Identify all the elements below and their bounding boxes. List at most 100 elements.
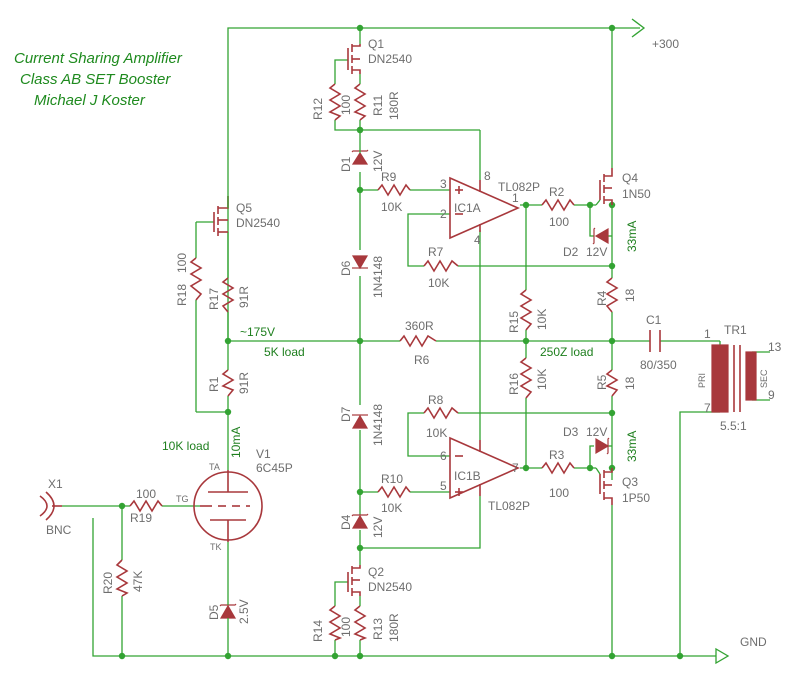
x1-name: X1 (48, 477, 63, 491)
x1-part: BNC (46, 523, 72, 537)
r16-value: 10K (535, 369, 549, 390)
ic1a-pin8: 8 (484, 169, 491, 183)
r19-resistor (129, 499, 163, 513)
tr1-ratio: 5.5:1 (720, 419, 747, 433)
ic1a-pin2: 2 (440, 207, 447, 221)
q4-mosfet (595, 168, 613, 206)
d7-name: D7 (339, 406, 353, 422)
r6-value: 360R (405, 319, 434, 333)
c1-capacitor (649, 330, 661, 352)
d5-name: D5 (207, 604, 221, 620)
r17-resistor (221, 277, 235, 313)
q3-name: Q3 (622, 475, 638, 489)
r19-name: R19 (130, 511, 152, 525)
q1-mosfet (347, 44, 361, 74)
q2-part: DN2540 (368, 580, 412, 594)
d2-value: 12V (586, 245, 607, 259)
c1-name: C1 (646, 313, 662, 327)
d2-name: D2 (563, 245, 579, 259)
r10-resistor (377, 485, 411, 499)
wires (62, 18, 770, 665)
d6-value: 1N4148 (371, 256, 385, 298)
r10-value: 10K (381, 501, 402, 515)
tr1-transformer (711, 344, 757, 413)
tr1-pin13: 13 (768, 340, 782, 354)
r11-name: R11 (371, 95, 385, 116)
v1-triode (193, 470, 263, 542)
tr1-name: TR1 (724, 323, 747, 337)
r11-resistor (353, 83, 367, 121)
d7-value: 1N4148 (371, 404, 385, 446)
r12-value: 100 (339, 95, 353, 115)
r6-name: R6 (414, 353, 430, 367)
ic1a-part: TL082P (498, 180, 540, 194)
r13-resistor (353, 605, 368, 641)
r19-value: 100 (136, 487, 156, 501)
r5-value: 18 (623, 376, 637, 390)
d4-zener (351, 513, 369, 529)
ic1a-pin3: 3 (440, 177, 447, 191)
r16-name: R16 (507, 373, 521, 395)
ic1b-pin6: 6 (440, 449, 447, 463)
r20-resistor (115, 559, 129, 597)
r14-name: R14 (311, 620, 325, 642)
d3-name: D3 (563, 425, 579, 439)
q3-mosfet (595, 467, 613, 505)
d2-zener (592, 227, 609, 245)
ic1a-opamp (449, 176, 520, 240)
r14-resistor (328, 605, 343, 641)
r4-resistor (605, 277, 619, 313)
junctions (118, 24, 684, 660)
ic1b-opamp (449, 436, 520, 500)
d1-zener (351, 149, 369, 165)
r15-name: R15 (507, 311, 521, 333)
r20-value: 47K (131, 571, 145, 592)
d3-value: 12V (586, 425, 607, 439)
d4-value: 12V (371, 517, 385, 538)
rail-ground-label: GND (740, 635, 767, 649)
load-5k-label: 5K load (264, 345, 305, 359)
r18-value: 100 (175, 253, 189, 273)
r18-resistor (189, 257, 203, 301)
title-line1: Current Sharing Amplifier (14, 50, 183, 67)
v1-anode-label: TA (209, 462, 220, 472)
rail-supply-label: +300 (652, 37, 679, 51)
d1-name: D1 (339, 156, 353, 172)
r15-value: 10K (535, 309, 549, 330)
v1-grid-label: TG (176, 494, 189, 504)
r15-resistor (519, 289, 533, 331)
d3-zener (595, 437, 610, 455)
r8-name: R8 (428, 393, 444, 407)
q1-part: DN2540 (368, 52, 412, 66)
r13-value: 180R (387, 613, 401, 642)
q1-name: Q1 (368, 37, 384, 51)
q5-name: Q5 (236, 201, 252, 215)
ic1b-part: TL082P (488, 499, 530, 513)
r3-resistor (541, 461, 575, 475)
r11-value: 180R (387, 91, 401, 120)
ic1b-pin7: 7 (512, 461, 519, 475)
r3-name: R3 (549, 448, 565, 462)
r17-value: 91R (237, 286, 251, 308)
tr1-pri-label: PRI (697, 373, 707, 388)
r3-value: 100 (549, 486, 569, 500)
ma33-top-label: 33mA (625, 221, 639, 252)
r12-name: R12 (311, 98, 325, 120)
ic1a-pin4: 4 (474, 233, 481, 247)
q5-mosfet (213, 196, 229, 236)
tr1-pin9: 9 (768, 388, 775, 402)
ic1a-name: IC1A (454, 201, 481, 215)
r9-resistor (377, 183, 411, 197)
ma33-bot-label: 33mA (625, 431, 639, 462)
r7-resistor (423, 259, 459, 273)
q3-part: 1P50 (622, 491, 650, 505)
r1-resistor (221, 369, 235, 397)
d6-name: D6 (339, 260, 353, 276)
d6-diode (351, 255, 369, 270)
d1-value: 12V (371, 151, 385, 172)
r1-name: R1 (207, 376, 221, 392)
title-line2: Class AB SET Booster (20, 71, 171, 88)
ic1b-name: IC1B (454, 469, 481, 483)
v1-name: V1 (256, 447, 271, 461)
v1-cathode-label: TK (210, 542, 222, 552)
